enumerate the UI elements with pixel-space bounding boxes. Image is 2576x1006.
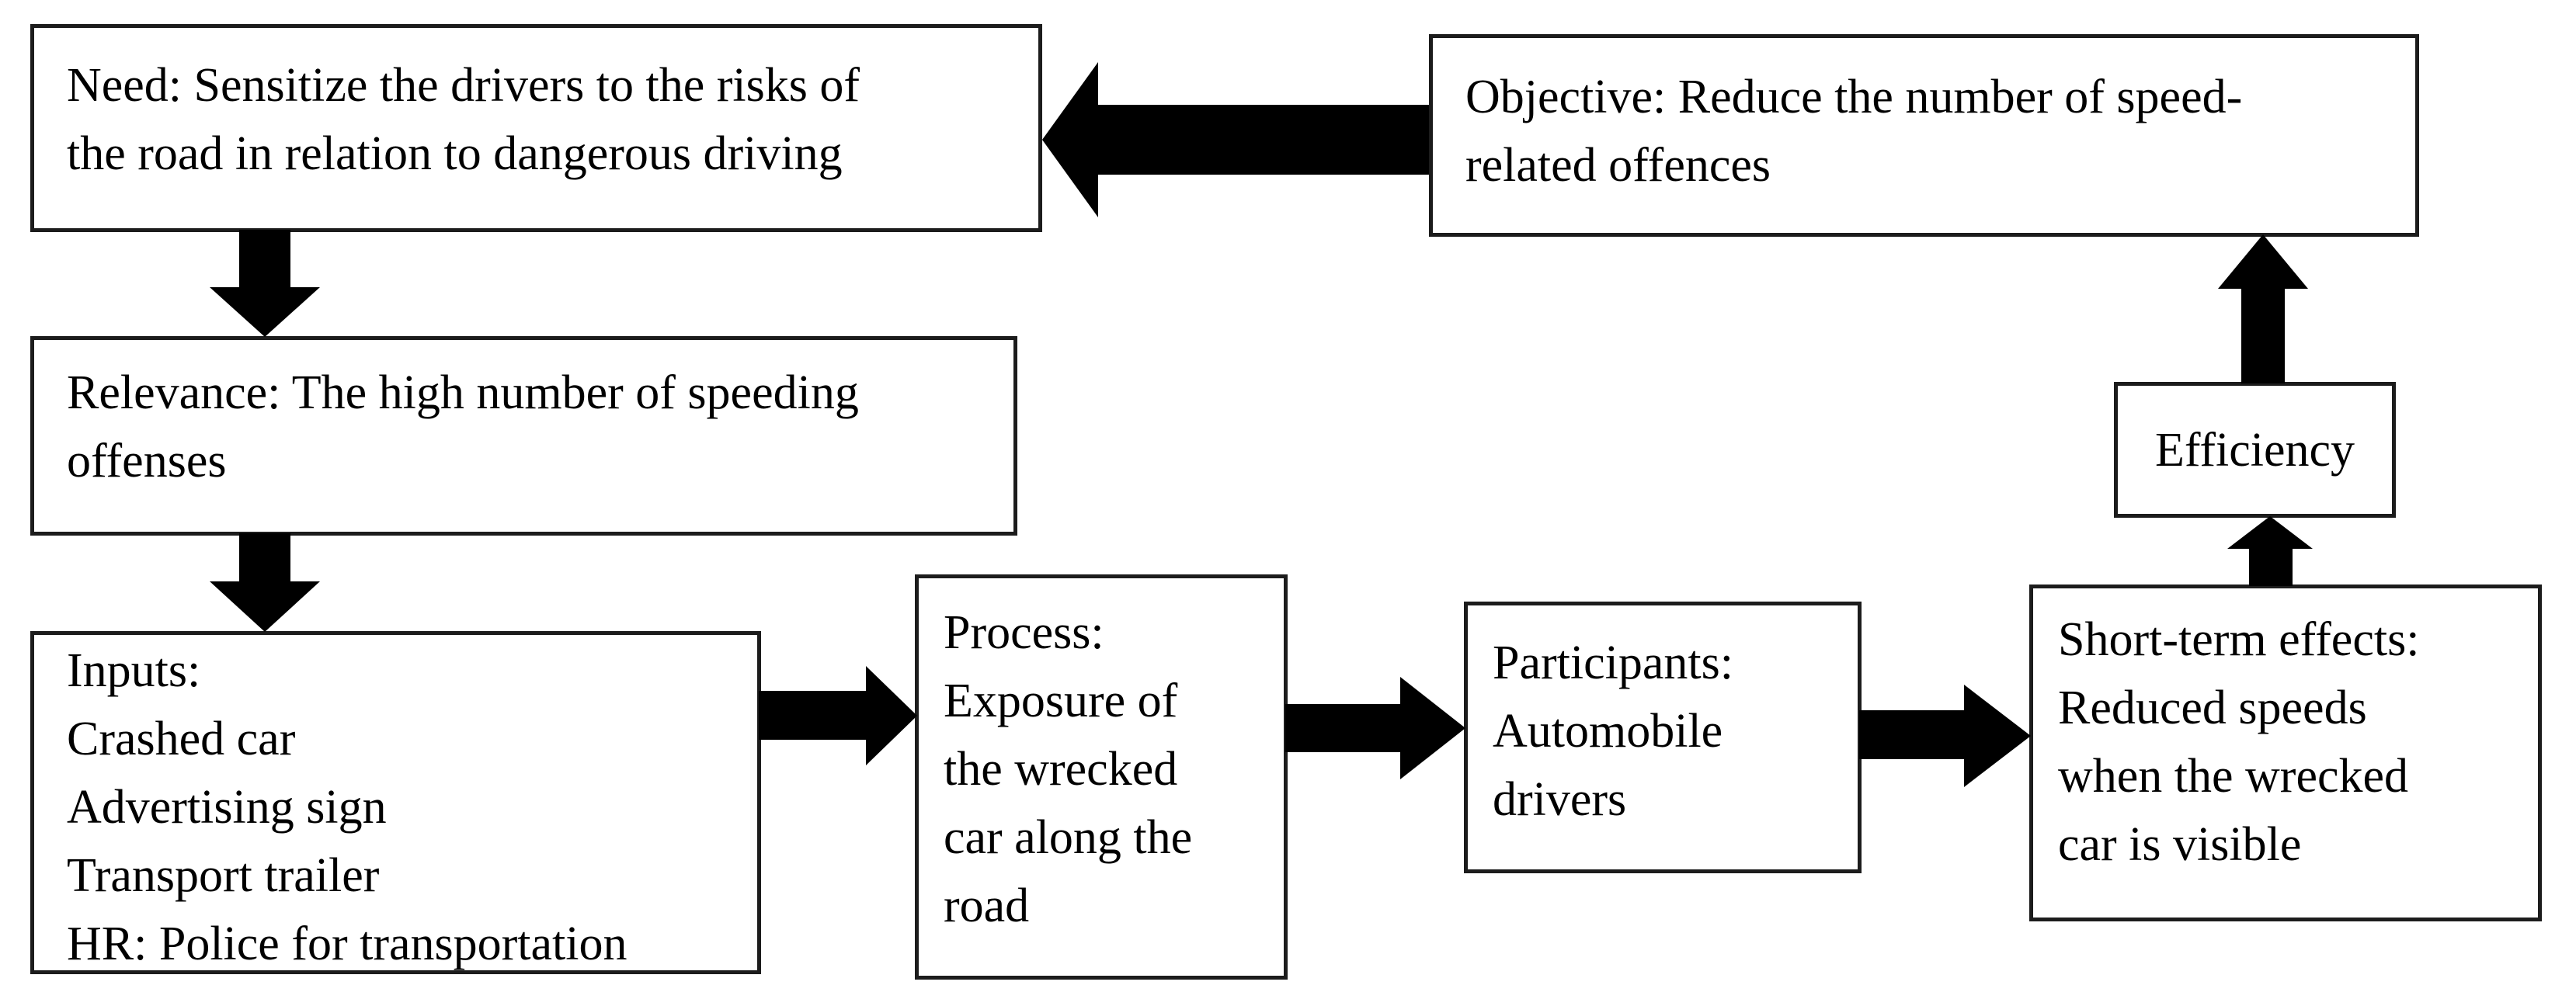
box-short-term-effects: Short-term effects: Reduced speeds when … xyxy=(2029,585,2542,921)
arrow-down-icon xyxy=(210,287,320,337)
box-participants-text: Participants: Automobile drivers xyxy=(1493,637,1733,826)
box-participants: Participants: Automobile drivers xyxy=(1464,602,1862,873)
arrow-shaft xyxy=(2249,546,2293,586)
box-inputs-text: Inputs: Crashed car Advertising sign Tra… xyxy=(67,644,627,970)
box-relevance-text: Relevance: The high number of speeding o… xyxy=(67,366,859,487)
arrow-shaft xyxy=(1859,710,1964,759)
box-process-text: Process: Exposure of the wrecked car alo… xyxy=(944,606,1193,932)
box-process: Process: Exposure of the wrecked car alo… xyxy=(915,574,1288,980)
box-relevance: Relevance: The high number of speeding o… xyxy=(30,336,1017,536)
box-objective: Objective: Reduce the number of speed- r… xyxy=(1429,34,2419,237)
arrow-up-icon xyxy=(2218,234,2308,289)
box-objective-text: Objective: Reduce the number of speed- r… xyxy=(1465,71,2243,192)
arrow-down-icon xyxy=(210,581,320,632)
box-inputs: Inputs: Crashed car Advertising sign Tra… xyxy=(30,631,761,974)
arrow-shaft xyxy=(239,230,290,289)
arrow-shaft xyxy=(1285,704,1400,752)
arrow-shaft xyxy=(2241,286,2285,383)
arrow-right-icon xyxy=(1964,685,2031,787)
arrow-right-icon xyxy=(866,666,917,765)
arrow-shaft xyxy=(1097,105,1429,175)
arrow-shaft xyxy=(239,533,290,583)
box-need: Need: Sensitize the drivers to the risks… xyxy=(30,24,1042,232)
arrow-shaft xyxy=(759,691,867,740)
arrow-left-icon xyxy=(1042,62,1098,217)
box-efficiency-text: Efficiency xyxy=(2154,423,2355,477)
arrow-up-icon xyxy=(2227,516,2313,549)
box-need-text: Need: Sensitize the drivers to the risks… xyxy=(67,59,860,180)
box-efficiency: Efficiency xyxy=(2114,382,2396,518)
arrow-right-icon xyxy=(1400,677,1465,779)
box-short-term-effects-text: Short-term effects: Reduced speeds when … xyxy=(2058,613,2420,871)
